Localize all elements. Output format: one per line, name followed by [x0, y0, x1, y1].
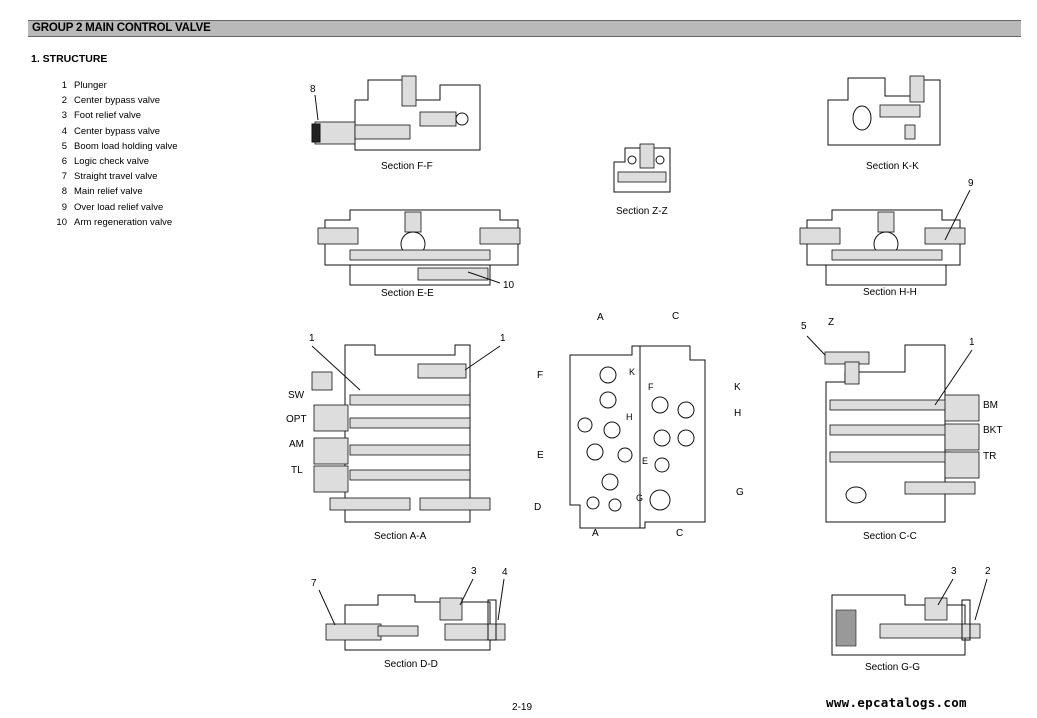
cut-label-a: A: [592, 528, 599, 539]
caption-section-cc: Section C-C: [863, 531, 917, 542]
section-aa-drawing: [311, 344, 491, 523]
callout-2: 2: [985, 566, 991, 577]
cut-label-d: D: [534, 502, 542, 513]
port-label-tr: TR: [983, 451, 997, 462]
section-ff-drawing: [311, 75, 481, 151]
cut-label-h: H: [734, 408, 742, 419]
callout-8: 8: [310, 84, 316, 95]
center-valve-block-drawing: [569, 345, 706, 529]
cut-label-k-inner: K: [629, 367, 636, 377]
caption-section-dd: Section D-D: [384, 659, 438, 670]
cut-label-h-inner: H: [626, 412, 633, 422]
caption-section-ee: Section E-E: [381, 288, 434, 299]
section-heading: 1. STRUCTURE: [31, 53, 108, 65]
callout-1: 1: [969, 337, 975, 348]
section-zz-drawing: [613, 143, 671, 193]
website-watermark: www.epcatalogs.com: [826, 695, 967, 710]
caption-section-aa: Section A-A: [374, 531, 427, 542]
caption-section-ff: Section F-F: [381, 161, 433, 172]
callout-3: 3: [951, 566, 957, 577]
callout-9: 9: [968, 178, 974, 189]
cut-label-c: C: [672, 311, 680, 322]
cut-label-c: C: [676, 528, 684, 539]
callout-10: 10: [503, 280, 515, 291]
page-number: 2-19: [512, 702, 533, 713]
section-kk-drawing: [827, 75, 941, 146]
port-label-bm: BM: [983, 400, 998, 411]
port-label-opt: OPT: [286, 414, 307, 425]
port-label-sw: SW: [288, 390, 305, 401]
section-gg-drawing: [831, 594, 981, 656]
section-hh-drawing: [799, 209, 966, 286]
port-label-bkt: BKT: [983, 425, 1003, 436]
port-label-am: AM: [289, 439, 304, 450]
cut-label-g-inner: G: [636, 493, 644, 503]
cut-label-g: G: [736, 487, 744, 498]
callout-3: 3: [471, 566, 477, 577]
callout-5: 5: [801, 321, 807, 332]
port-label-tl: TL: [291, 465, 303, 476]
caption-section-kk: Section K-K: [866, 161, 919, 172]
caption-section-gg: Section G-G: [865, 662, 921, 673]
leader-lines: [311, 94, 988, 626]
section-ee-drawing: [317, 209, 521, 286]
cut-label-e-inner: E: [642, 456, 649, 466]
cut-label-f: F: [537, 370, 544, 381]
cut-label-f-inner: F: [648, 382, 654, 392]
section-cc-drawing: [824, 344, 980, 523]
group-title: GROUP 2 MAIN CONTROL VALVE: [32, 22, 211, 34]
group-title-bar: GROUP 2 MAIN CONTROL VALVE: [28, 20, 1021, 37]
caption-section-hh: Section H-H: [863, 287, 917, 298]
callout-7: 7: [311, 578, 317, 589]
cut-label-k: K: [734, 382, 741, 393]
callout-z: Z: [828, 317, 835, 328]
section-dd-drawing: [325, 594, 506, 651]
cut-label-e: E: [537, 450, 544, 461]
cut-label-a: A: [597, 312, 604, 323]
callout-1: 1: [500, 333, 506, 344]
callout-1: 1: [309, 333, 315, 344]
callout-4: 4: [502, 567, 508, 578]
caption-section-zz: Section Z-Z: [616, 206, 668, 217]
